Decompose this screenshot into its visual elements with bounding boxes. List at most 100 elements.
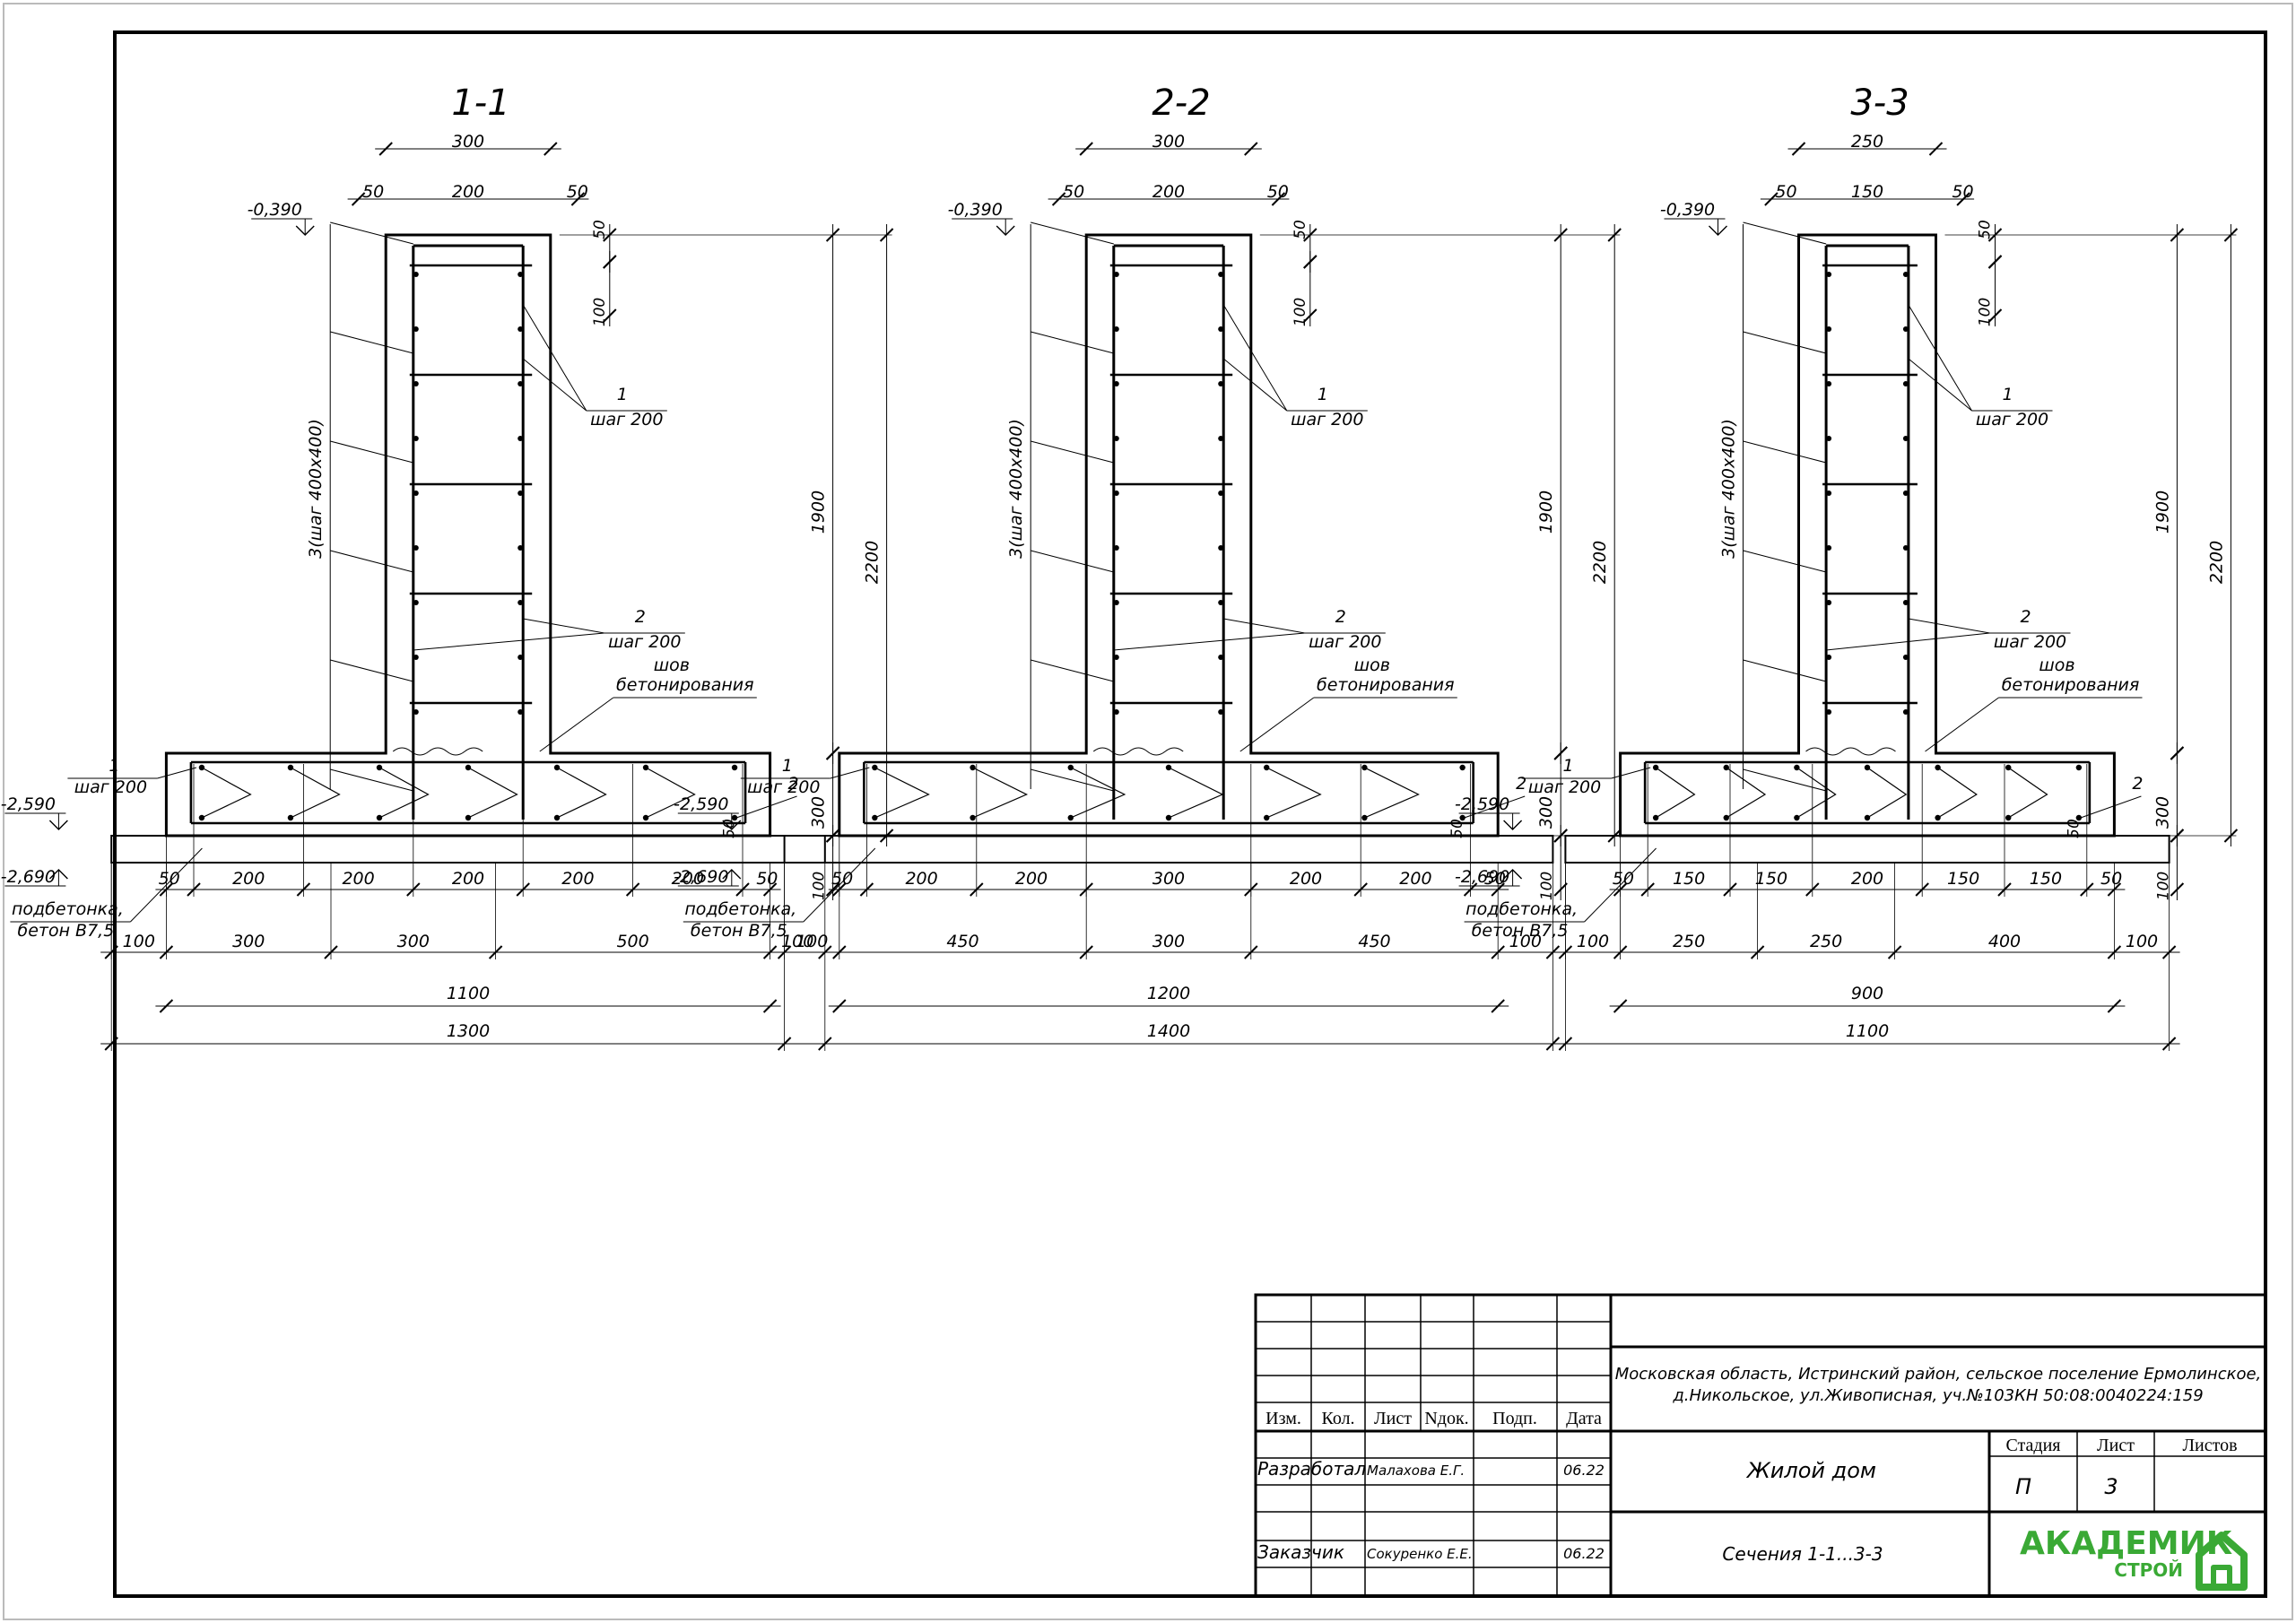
leader-joint bbox=[539, 697, 614, 752]
leader-bedding bbox=[1584, 847, 1657, 923]
customer-date: 06.22 bbox=[1563, 1545, 1605, 1562]
footing-hook bbox=[874, 767, 930, 819]
footing-hook bbox=[1726, 767, 1767, 819]
footing-hook bbox=[290, 767, 341, 819]
leader-note-3-tick bbox=[1743, 221, 1827, 245]
dim-bar-row-value: 150 bbox=[1947, 869, 1979, 889]
header-ndok: Nдок. bbox=[1424, 1409, 1468, 1428]
dim-cover-side-tick bbox=[1987, 308, 2003, 323]
elevation-top: -0,390 bbox=[948, 200, 1015, 236]
dim-base-width-value: 1100 bbox=[1846, 1021, 1889, 1041]
rebar-dot bbox=[1902, 436, 1909, 441]
company-logo: АКАДЕМИК СТРОЙ bbox=[2020, 1525, 2248, 1591]
footing-rebar-dot bbox=[376, 814, 383, 821]
rebar-dot bbox=[1218, 600, 1224, 605]
dim-cover-top-value: 50 bbox=[591, 220, 609, 239]
foot-note-2-label: 2 bbox=[1516, 774, 1526, 794]
rebar-dot bbox=[1218, 655, 1224, 660]
construction-joint bbox=[1805, 747, 1896, 756]
footing-hook bbox=[2007, 767, 2048, 819]
sheet-value: 3 bbox=[2104, 1474, 2118, 1499]
dim-mid-row-value: 100 bbox=[2126, 932, 2158, 951]
rebar-dot bbox=[1218, 436, 1224, 441]
dim-slab-width-value: 900 bbox=[1851, 984, 1883, 1003]
dim-slab-height-tick bbox=[825, 746, 840, 760]
elevation-value: -2,590 bbox=[1455, 794, 1509, 814]
dim-cover-top-value: 50 bbox=[1292, 220, 1309, 239]
leader-note-3-tick bbox=[1743, 550, 1827, 573]
rebar-dot bbox=[1902, 326, 1909, 332]
leader-note-3-tick bbox=[330, 659, 413, 682]
dim-mid-row-value: 250 bbox=[1673, 932, 1705, 951]
footing-hook bbox=[972, 767, 1029, 819]
dim-bar-row-value: 50 bbox=[1613, 869, 1634, 889]
leader-foot-note-2 bbox=[735, 795, 797, 819]
rebar-dot bbox=[1826, 326, 1832, 332]
dim-slab-width-tick bbox=[762, 999, 778, 1013]
leader-note-3-tick bbox=[1031, 440, 1114, 464]
dim-cover-left: 50 bbox=[1063, 182, 1084, 202]
dim-mid-row-value: 300 bbox=[397, 932, 430, 951]
rebar-dot bbox=[517, 709, 524, 715]
bedding-label-2: бетон В7,5 bbox=[1472, 921, 1569, 941]
bedding-label-2: бетон В7,5 bbox=[17, 921, 114, 941]
dim-foot-cover-value: 50 bbox=[2065, 819, 2083, 838]
rebar-dot bbox=[1902, 381, 1909, 386]
leader-note-3-tick bbox=[1743, 768, 1827, 792]
customer-name: Сокуренко Е.Е. bbox=[1367, 1546, 1473, 1562]
rebar-dot bbox=[517, 326, 524, 332]
dim-bar-row-value: 50 bbox=[159, 869, 180, 889]
dim-bar-row-value: 200 bbox=[561, 869, 594, 889]
footing-hook bbox=[1796, 767, 1837, 819]
dim-wall-height-value: 1900 bbox=[809, 490, 829, 534]
header-list: Лист bbox=[1374, 1409, 1412, 1428]
rebar-dot bbox=[517, 490, 524, 496]
dim-cover-side-tick bbox=[1987, 255, 2003, 269]
stage-label: Стадия bbox=[2005, 1436, 2060, 1455]
leader-note-3-tick bbox=[1031, 331, 1114, 354]
rebar-dot bbox=[1826, 545, 1832, 551]
leader-note-2 bbox=[1908, 618, 1990, 634]
elevation-slab: -2,590 bbox=[674, 794, 742, 830]
footing-hook bbox=[1168, 767, 1224, 819]
dim-wall-width-value: 250 bbox=[1851, 132, 1883, 152]
elevation-top: -0,390 bbox=[248, 200, 315, 236]
dim-total-height-value: 2200 bbox=[863, 541, 883, 584]
footing-rebar-dot bbox=[1459, 764, 1465, 771]
rebar-dot bbox=[1218, 381, 1224, 386]
rebar-dot bbox=[413, 272, 419, 277]
dim-mid-row-value: 500 bbox=[616, 932, 648, 951]
dim-cover-top-value: 50 bbox=[1977, 220, 1995, 239]
elevation-value: -2,590 bbox=[674, 794, 728, 814]
dim-wall-height-value: 1900 bbox=[2152, 490, 2172, 534]
dim-slab-height-value: 300 bbox=[2152, 796, 2172, 829]
dim-wall-height-value: 1900 bbox=[1536, 490, 1556, 534]
dim-bar-row-value: 200 bbox=[232, 869, 265, 889]
section-title: 2-2 bbox=[1152, 82, 1210, 124]
leader-note-1 bbox=[1222, 358, 1288, 412]
dim-cover-side-tick bbox=[1303, 255, 1318, 269]
rebar-dot bbox=[1113, 600, 1119, 605]
rebar-dot bbox=[517, 381, 524, 386]
header-data: Дата bbox=[1566, 1409, 1602, 1428]
dim-wall-parts-tick bbox=[570, 192, 586, 206]
dim-bar-row-value: 50 bbox=[2100, 869, 2122, 889]
leader-note-3-tick bbox=[330, 550, 413, 573]
elevation-value: -2,590 bbox=[1, 794, 56, 814]
note-3-label: 3(шаг 400х400) bbox=[306, 419, 326, 559]
dim-bar-row-value: 200 bbox=[1851, 869, 1883, 889]
dim-bar-row-value: 50 bbox=[1484, 869, 1506, 889]
dim-mid-row-value: 100 bbox=[1509, 932, 1542, 951]
dim-bar-row-value: 200 bbox=[1290, 869, 1322, 889]
rebar-dot bbox=[517, 655, 524, 660]
rebar-dot bbox=[1218, 326, 1224, 332]
rebar-dot bbox=[1826, 600, 1832, 605]
rebar-dot bbox=[1113, 709, 1119, 715]
leader-note-3-tick bbox=[330, 440, 413, 464]
elevation-arrow bbox=[722, 820, 742, 830]
rebar-dot bbox=[1113, 655, 1119, 660]
leader-joint bbox=[1239, 697, 1315, 752]
customer-label: Заказчик bbox=[1257, 1541, 1344, 1563]
